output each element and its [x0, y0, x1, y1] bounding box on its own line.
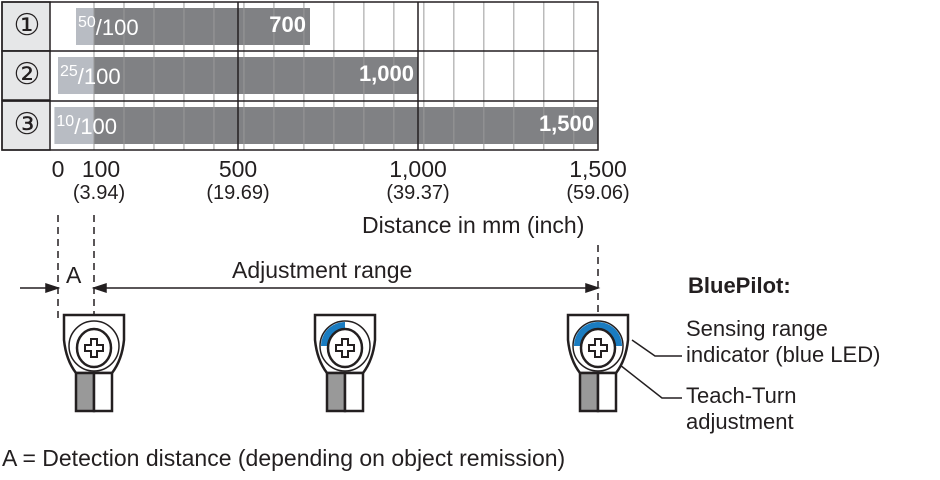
row-number: ③ [13, 108, 41, 141]
teach-label-1: Teach-Turn [686, 383, 797, 408]
sensing-label-2: indicator (blue LED) [686, 342, 881, 367]
remission-fraction: 25/100 [60, 63, 121, 89]
tick-1000: 1,000 [389, 156, 447, 182]
sensing-label-1: Sensing range [686, 316, 828, 341]
led-indicator [574, 322, 622, 346]
detection-distance-bar [58, 57, 94, 94]
led-indicator [321, 322, 345, 346]
range-bar [94, 107, 598, 144]
sensing-leader-line [631, 339, 682, 357]
teach-turn-knob-3 [566, 313, 630, 413]
chart-frame [1, 1, 599, 151]
detection-distance-bar [76, 8, 94, 45]
adjustment-range-label: Adjustment range [232, 257, 413, 283]
tick-500-inch: (19.69) [206, 182, 270, 204]
footnote: A = Detection distance (depending on obj… [2, 445, 566, 471]
tick-500: 500 [218, 156, 258, 182]
axis-label: Distance in mm (inch) [362, 212, 585, 238]
teach-leader-line [619, 364, 682, 399]
teach-turn-knob-2 [313, 313, 377, 413]
teach-turn-knob-1 [62, 313, 126, 413]
bluepilot-title: BluePilot: [688, 273, 791, 298]
tick-100-inch: (3.94) [72, 182, 126, 204]
teach-label-2: adjustment [686, 409, 794, 434]
screw-cross-icon [335, 338, 355, 358]
detection-distance-bar [54, 107, 94, 144]
row-number: ① [13, 9, 41, 42]
tick-0: 0 [51, 156, 65, 182]
remission-fraction: 10/100 [56, 113, 118, 139]
tick-100: 100 [81, 156, 121, 182]
tick-1500: 1,500 [569, 156, 627, 182]
range-value: 1,500 [538, 111, 594, 136]
range-value: 1,000 [358, 61, 414, 86]
screw-cross-icon [588, 338, 608, 358]
a-label: A [66, 262, 82, 288]
screw-cross-icon [84, 338, 104, 358]
tick-1000-inch: (39.37) [386, 182, 450, 204]
tick-1500-inch: (59.06) [566, 182, 630, 204]
row-number: ② [13, 58, 41, 91]
range-chart-grid [1, 1, 599, 151]
remission-fraction: 50/100 [78, 14, 139, 40]
range-value: 700 [269, 12, 306, 37]
